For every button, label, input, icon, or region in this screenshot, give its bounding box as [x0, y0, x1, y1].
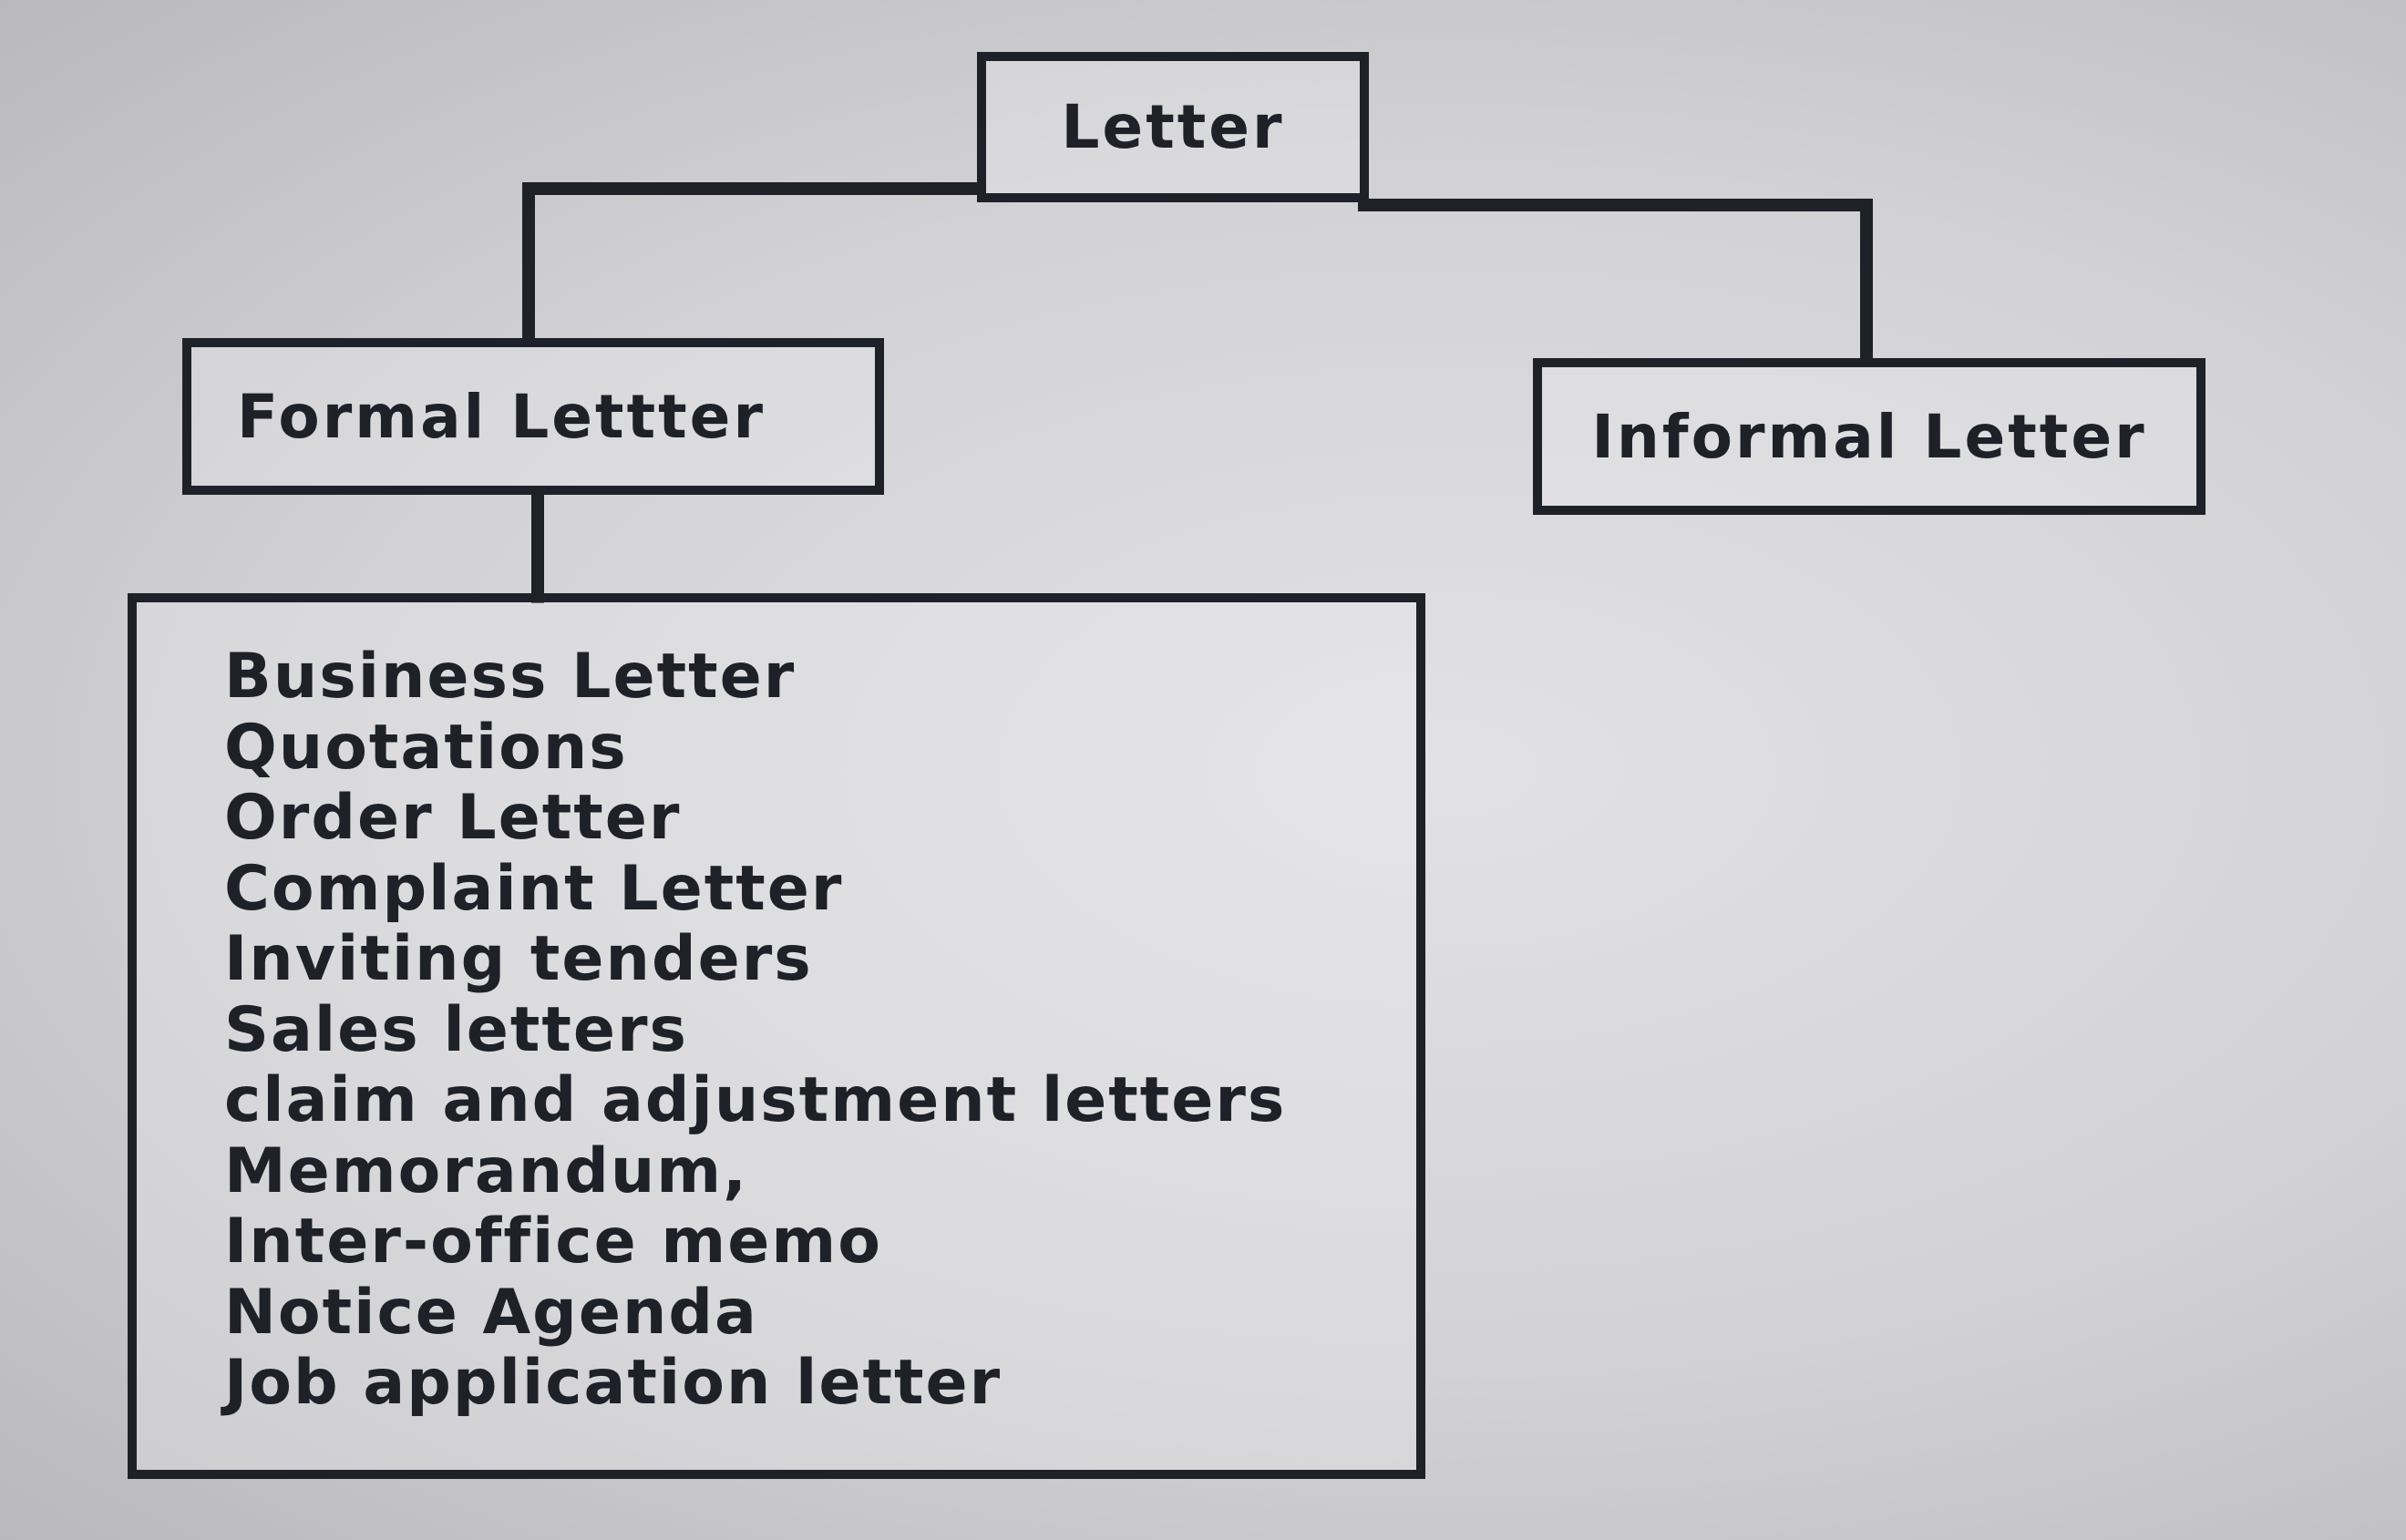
list-item: Inter-office memo: [224, 1206, 882, 1278]
branch-node-formal-letter: Formal Lettter: [182, 338, 884, 495]
root-node-label: Letter: [1061, 92, 1285, 162]
list-item: Complaint Letter: [224, 852, 844, 925]
branch-node-informal-letter: Informal Letter: [1533, 358, 2206, 515]
list-item: Business Letter: [224, 641, 797, 713]
connector-root-to-informal: [1358, 199, 1873, 364]
formal-node-label: Formal Lettter: [237, 381, 766, 452]
formal-letter-types-box: Business Letter Quotations Order Letter …: [128, 593, 1425, 1479]
connector-root-to-formal: [522, 182, 986, 344]
list-item: Memorandum,: [224, 1134, 748, 1207]
informal-node-label: Informal Letter: [1591, 401, 2147, 472]
list-item: Order Letter: [224, 782, 682, 854]
root-node-letter: Letter: [977, 52, 1369, 202]
list-item: Notice Agenda: [224, 1276, 758, 1349]
list-item: Sales letters: [224, 993, 689, 1066]
list-item: Quotations: [224, 711, 628, 784]
list-item: Job application letter: [224, 1347, 1002, 1419]
list-item: claim and adjustment letters: [224, 1064, 1287, 1136]
list-item: Inviting tenders: [224, 923, 813, 995]
